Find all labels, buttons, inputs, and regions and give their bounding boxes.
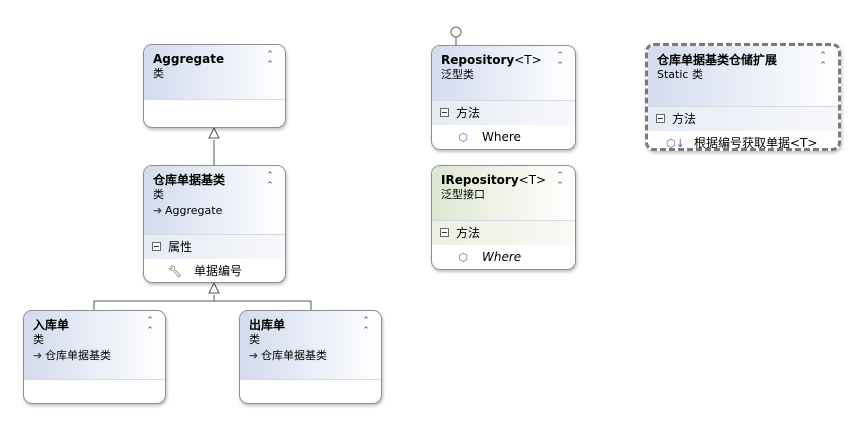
double-chevron-up-icon[interactable]: ⌃⌃ bbox=[266, 171, 274, 191]
class-header: 仓库单据基类 类 ➔Aggregate ⌃⌃ bbox=[144, 166, 285, 234]
arrow-right-icon: ➔ bbox=[33, 349, 43, 362]
interface-name: IRepository<T> bbox=[441, 173, 547, 187]
inheritance-label: ➔仓库单据基类 bbox=[249, 349, 327, 362]
section-header-properties[interactable]: 属性 bbox=[144, 234, 285, 259]
collapse-minus-icon[interactable] bbox=[440, 228, 449, 237]
class-name: Aggregate bbox=[153, 52, 225, 66]
method-item[interactable]: ⬡Where bbox=[432, 125, 575, 149]
method-item[interactable]: ⬡Where bbox=[432, 245, 575, 269]
class-name: 仓库单据基类 bbox=[153, 173, 226, 187]
class-name: 出库单 bbox=[249, 318, 286, 332]
empty-compartment bbox=[24, 379, 165, 380]
collapse-minus-icon[interactable] bbox=[656, 114, 665, 123]
inheritance-label: ➔Aggregate bbox=[153, 204, 223, 217]
section-header-methods[interactable]: 方法 bbox=[432, 100, 575, 125]
class-box-outbound[interactable]: 出库单 类 ➔仓库单据基类 ⌃⌃ bbox=[239, 310, 382, 404]
class-box-aggregate[interactable]: Aggregate 类 ⌃⌃ bbox=[143, 44, 286, 128]
inheritance-arrow-aggregate bbox=[208, 126, 220, 139]
collapse-minus-icon[interactable] bbox=[152, 242, 161, 251]
empty-compartment bbox=[144, 99, 285, 100]
class-header: 出库单 类 ➔仓库单据基类 ⌃⌃ bbox=[240, 311, 381, 379]
class-kind: 类 bbox=[33, 333, 44, 346]
method-cube-icon: ⬡ bbox=[458, 131, 468, 144]
double-chevron-up-icon[interactable]: ⌃⌃ bbox=[819, 51, 827, 71]
class-name: 入库单 bbox=[33, 318, 70, 332]
class-name: 仓库单据基类仓储扩展 bbox=[657, 53, 778, 67]
class-box-extension-static[interactable]: 仓库单据基类仓储扩展 Static 类 ⌃⌃ 方法 ⬡↓根据编号获取单据<T> bbox=[645, 43, 841, 151]
class-kind: Static 类 bbox=[657, 68, 703, 81]
interface-box-irepository[interactable]: IRepository<T> 泛型接口 ⌃⌃ 方法 ⬡Where bbox=[431, 165, 576, 270]
class-header: 仓库单据基类仓储扩展 Static 类 ⌃⌃ bbox=[648, 46, 838, 106]
wrench-icon: 🔧︎ bbox=[168, 265, 182, 278]
double-chevron-up-icon[interactable]: ⌃⌃ bbox=[556, 51, 564, 71]
class-header: Aggregate 类 ⌃⌃ bbox=[144, 45, 285, 99]
double-chevron-up-icon[interactable]: ⌃⌃ bbox=[556, 171, 564, 191]
lollipop-icon bbox=[450, 26, 462, 38]
interface-header: IRepository<T> 泛型接口 ⌃⌃ bbox=[432, 166, 575, 220]
class-kind: 泛型类 bbox=[441, 68, 474, 81]
class-header: Repository<T> 泛型类 ⌃⌃ bbox=[432, 46, 575, 100]
method-item[interactable]: ⬡↓根据编号获取单据<T> bbox=[648, 131, 838, 150]
class-box-base-document[interactable]: 仓库单据基类 类 ➔Aggregate ⌃⌃ 属性 🔧︎单据编号 bbox=[143, 165, 286, 283]
arrow-right-icon: ➔ bbox=[249, 349, 259, 362]
double-chevron-up-icon[interactable]: ⌃⌃ bbox=[146, 316, 154, 336]
double-chevron-up-icon[interactable]: ⌃⌃ bbox=[266, 50, 274, 70]
class-header: 入库单 类 ➔仓库单据基类 ⌃⌃ bbox=[24, 311, 165, 379]
method-cube-icon: ⬡ bbox=[458, 251, 468, 264]
collapse-minus-icon[interactable] bbox=[440, 108, 449, 117]
class-kind: 类 bbox=[249, 333, 260, 346]
empty-compartment bbox=[240, 379, 381, 380]
inheritance-label: ➔仓库单据基类 bbox=[33, 349, 111, 362]
class-box-repository[interactable]: Repository<T> 泛型类 ⌃⌃ 方法 ⬡Where bbox=[431, 45, 576, 150]
inheritance-arrow-base bbox=[208, 281, 220, 294]
class-kind: 类 bbox=[153, 188, 164, 201]
double-chevron-up-icon[interactable]: ⌃⌃ bbox=[362, 316, 370, 336]
class-kind: 类 bbox=[153, 67, 164, 80]
extension-method-icon: ⬡↓ bbox=[666, 137, 685, 150]
interface-kind: 泛型接口 bbox=[441, 188, 485, 201]
arrow-right-icon: ➔ bbox=[153, 204, 163, 217]
section-header-methods[interactable]: 方法 bbox=[432, 220, 575, 245]
property-item[interactable]: 🔧︎单据编号 bbox=[144, 259, 285, 282]
class-box-inbound[interactable]: 入库单 类 ➔仓库单据基类 ⌃⌃ bbox=[23, 310, 166, 404]
class-name: Repository<T> bbox=[441, 53, 542, 67]
section-header-methods[interactable]: 方法 bbox=[648, 106, 838, 131]
